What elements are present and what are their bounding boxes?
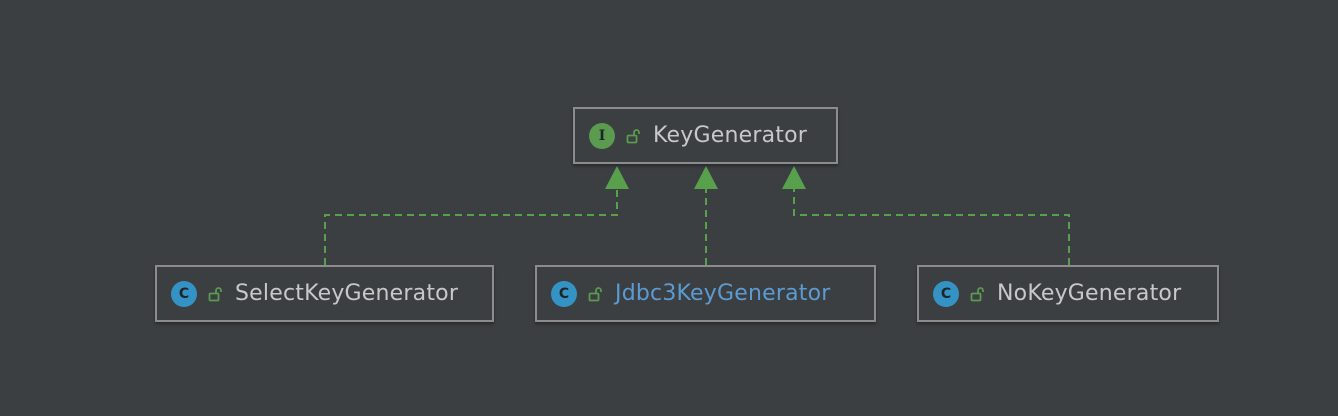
realization-edge-nokeygenerator <box>793 189 1070 265</box>
node-label: Jdbc3KeyGenerator <box>615 281 831 306</box>
node-label: NoKeyGenerator <box>997 281 1182 306</box>
node-keygenerator-interface[interactable]: I KeyGenerator <box>573 107 838 164</box>
node-jdbc3keygenerator-class[interactable]: C Jdbc3KeyGenerator <box>535 265 876 322</box>
class-icon: C <box>933 280 959 307</box>
public-lock-icon <box>208 286 222 301</box>
realization-arrowhead <box>782 166 806 189</box>
node-label: KeyGenerator <box>653 123 808 148</box>
node-label: SelectKeyGenerator <box>235 281 459 306</box>
realization-arrowhead <box>605 166 629 189</box>
node-nokeygenerator-class[interactable]: C NoKeyGenerator <box>917 265 1219 322</box>
node-selectkeygenerator-class[interactable]: C SelectKeyGenerator <box>155 265 494 322</box>
public-lock-icon <box>588 286 602 301</box>
class-badge-letter: C <box>940 285 952 302</box>
class-badge-letter: C <box>178 285 190 302</box>
class-icon: C <box>171 280 197 307</box>
realization-arrowhead <box>694 166 718 189</box>
interface-icon: I <box>589 122 615 149</box>
public-lock-icon <box>626 128 640 143</box>
class-badge-letter: C <box>558 285 570 302</box>
class-icon: C <box>551 280 577 307</box>
public-lock-icon <box>970 286 984 301</box>
interface-badge-letter: I <box>598 127 606 144</box>
realization-edge-selectkeygenerator <box>324 189 618 265</box>
